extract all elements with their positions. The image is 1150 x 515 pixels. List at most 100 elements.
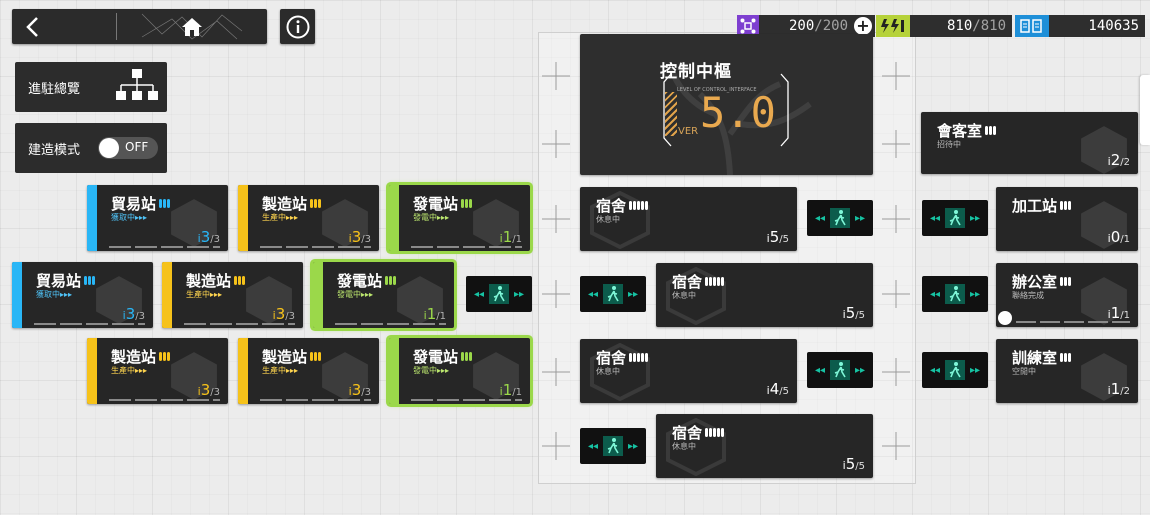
back-button[interactable] xyxy=(12,9,116,44)
room-emblem-icon xyxy=(1081,201,1127,249)
home-button[interactable] xyxy=(117,9,267,44)
room-power-2[interactable]: 發電站發電中▸▸▸i1/1 xyxy=(313,262,454,328)
pips xyxy=(1059,272,1072,290)
facility-name: 會客室 xyxy=(937,120,997,141)
crosshair-icon xyxy=(882,432,910,460)
right-arrows-icon: ▸▸ xyxy=(514,288,525,300)
room-capacity: i3/3 xyxy=(122,305,145,323)
room-type-stripe xyxy=(12,262,22,328)
pips xyxy=(704,423,725,441)
room-emblem-icon xyxy=(171,199,217,247)
walking-person-icon xyxy=(603,284,623,304)
room-trade-1[interactable]: 貿易站獲取中▸▸▸i3/3 xyxy=(87,185,228,251)
room-mfg-3[interactable]: 製造站生產中▸▸▸i3/3 xyxy=(87,338,228,404)
operator-slots-bar xyxy=(260,246,371,248)
dorm-name: 宿舍 xyxy=(596,347,649,368)
crosshair-icon xyxy=(542,205,570,233)
corridor-tile[interactable]: ◂◂▸▸ xyxy=(807,352,873,388)
room-type-stripe xyxy=(87,338,97,404)
crosshair-icon xyxy=(542,62,570,90)
operator-slots-bar xyxy=(411,399,522,401)
operator-slots-bar xyxy=(34,323,145,325)
room-name: 貿易站 xyxy=(36,270,96,291)
lmd-icon xyxy=(1015,15,1049,37)
room-mfg-4[interactable]: 製造站生產中▸▸▸i3/3 xyxy=(238,338,379,404)
facility-name: 訓練室 xyxy=(1012,347,1072,368)
room-name: 發電站 xyxy=(413,346,473,367)
left-arrows-icon: ◂◂ xyxy=(929,364,940,376)
walking-person-icon xyxy=(830,208,850,228)
corridor-tile[interactable]: ◂◂▸▸ xyxy=(580,276,646,312)
build-mode-toggle[interactable]: OFF xyxy=(98,137,158,159)
room-capacity: i3/3 xyxy=(197,228,220,246)
corridor-tile[interactable]: ◂◂▸▸ xyxy=(580,428,646,464)
org-chart-icon xyxy=(116,69,158,100)
drone-counter[interactable]: 200/200 + xyxy=(737,15,875,37)
room-status: 生產中▸▸▸ xyxy=(186,290,223,299)
pips xyxy=(984,121,997,139)
back-arrow-icon xyxy=(26,16,38,37)
room-mfg-1[interactable]: 製造站生產中▸▸▸i3/3 xyxy=(238,185,379,251)
control-center-title: 控制中樞 xyxy=(660,62,732,82)
corridor-tile[interactable]: ◂◂▸▸ xyxy=(807,200,873,236)
corridor-tile[interactable]: ◂◂ ▸▸ xyxy=(922,352,988,388)
room-emblem-icon xyxy=(1081,353,1127,401)
room-emblem-icon xyxy=(1081,277,1127,325)
room-type-stripe xyxy=(162,262,172,328)
contact-icon xyxy=(998,311,1012,325)
room-power-1[interactable]: 發電站發電中▸▸▸i1/1 xyxy=(389,185,530,251)
pips xyxy=(628,196,649,214)
dorm-status: 休息中 xyxy=(596,367,620,376)
control-center-subtitle: LEVEL OF CONTROL_INTERFACE xyxy=(677,87,757,93)
lmd-value: 140635 xyxy=(1088,18,1139,34)
right-arrows-icon: ▸▸ xyxy=(970,364,981,376)
build-mode-panel: 建造模式 OFF xyxy=(15,123,167,173)
dorm-capacity: i5/5 xyxy=(842,455,865,473)
walking-person-icon xyxy=(945,208,965,228)
room-name: 發電站 xyxy=(337,270,397,291)
info-button[interactable] xyxy=(280,9,315,44)
progress-bar xyxy=(1016,321,1130,323)
corridor-tile[interactable]: ◂◂▸▸ xyxy=(922,200,988,236)
room-mfg-2[interactable]: 製造站生產中▸▸▸i3/3 xyxy=(162,262,303,328)
crosshair-icon xyxy=(882,280,910,308)
walking-person-icon xyxy=(489,284,509,304)
control-center-room[interactable]: 控制中樞 LEVEL OF CONTROL_INTERFACE VER 5.0 xyxy=(580,34,873,175)
left-arrows-icon: ◂◂ xyxy=(929,288,940,300)
dorm-status: 休息中 xyxy=(672,291,696,300)
room-status: 生產中▸▸▸ xyxy=(262,366,299,375)
corridor-tile[interactable]: ◂◂▸▸ xyxy=(466,276,532,312)
corridor-tile[interactable]: ◂◂▸▸ xyxy=(922,276,988,312)
pips xyxy=(158,194,171,212)
drone-value: 200/200 xyxy=(788,18,848,34)
side-scroll-handle[interactable] xyxy=(1140,75,1150,145)
room-name: 發電站 xyxy=(413,193,473,214)
facility-capacity: i0/1 xyxy=(1107,228,1130,246)
crosshair-icon xyxy=(882,130,910,158)
room-type-stripe xyxy=(238,338,248,404)
dorm-name: 宿舍 xyxy=(672,271,725,292)
room-power-3[interactable]: 發電站發電中▸▸▸i1/1 xyxy=(389,338,530,404)
drone-icon xyxy=(737,15,759,37)
dorm-capacity: i4/5 xyxy=(766,380,789,398)
add-drone-icon[interactable]: + xyxy=(854,17,872,35)
room-trade-2[interactable]: 貿易站獲取中▸▸▸i3/3 xyxy=(12,262,153,328)
nav-divider xyxy=(116,13,117,40)
dorm-status: 休息中 xyxy=(672,442,696,451)
pips xyxy=(704,272,725,290)
pips xyxy=(460,347,473,365)
pips xyxy=(158,347,171,365)
room-capacity: i1/1 xyxy=(423,305,446,323)
dorm-room[interactable]: 宿舍休息中 i4/5 xyxy=(580,339,797,403)
room-emblem-icon xyxy=(322,352,368,400)
pips xyxy=(384,271,397,289)
overview-button[interactable]: 進駐總覽 xyxy=(15,62,167,112)
room-emblem-icon xyxy=(322,199,368,247)
